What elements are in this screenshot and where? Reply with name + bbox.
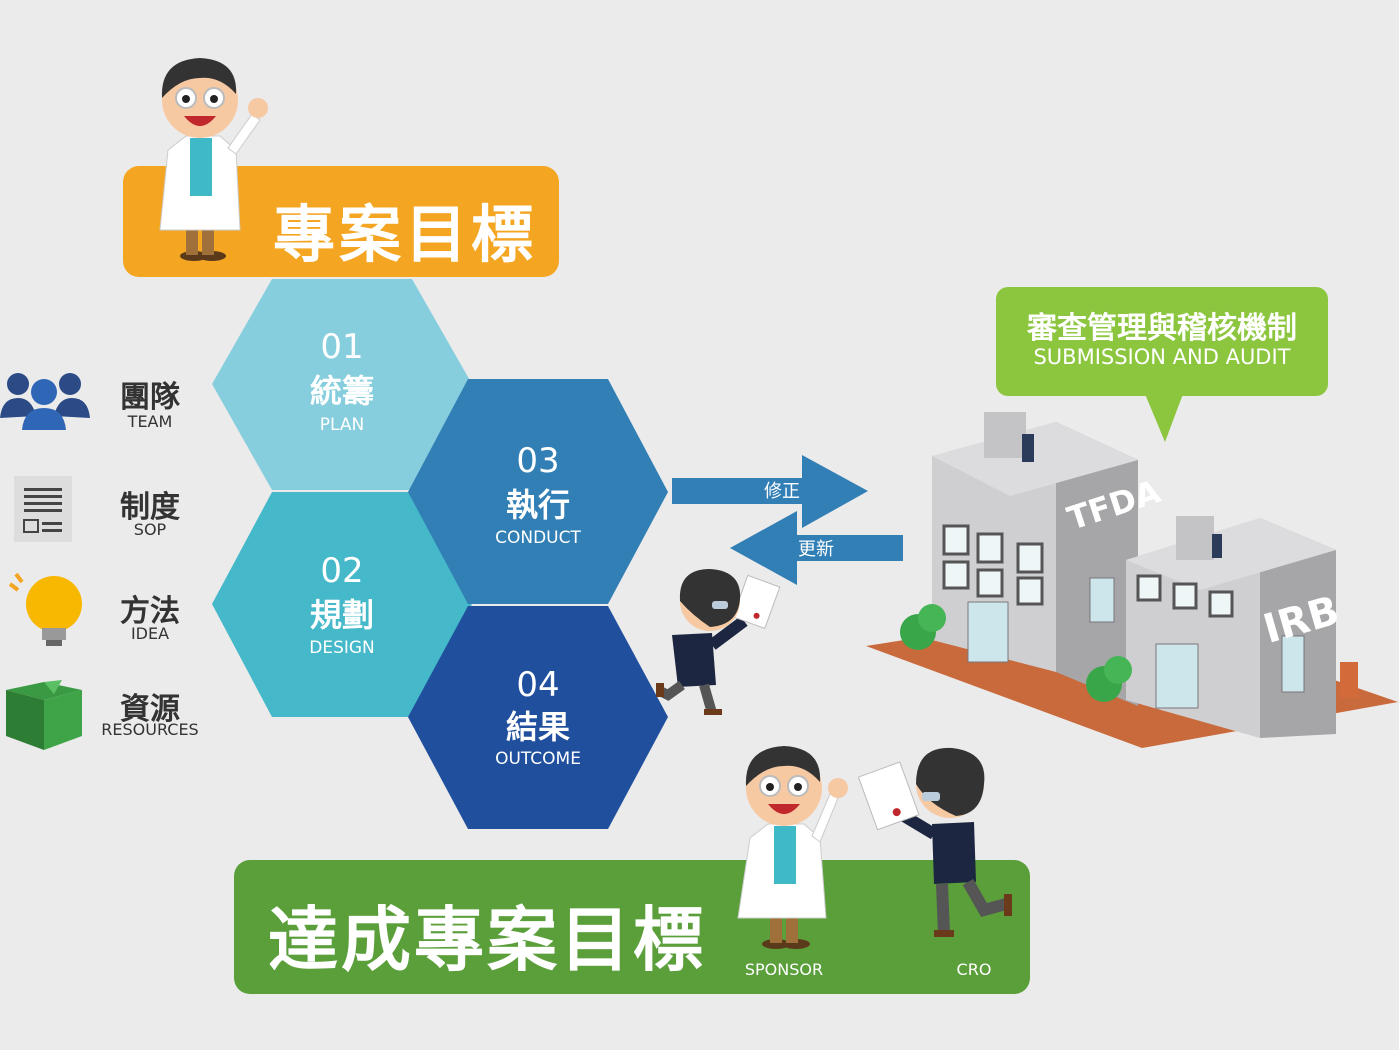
box-icon [6,680,82,750]
hex-conduct-zh: 執行 [506,486,570,524]
hex-conduct [408,379,668,604]
sidebar-label-resources: 資源 [120,692,180,727]
hex-design-num: 02 [320,551,363,591]
lightbulb-icon [8,572,82,646]
hex-plan [212,279,472,490]
team-icon [0,373,90,430]
callout-en: SUBMISSION AND AUDIT [1033,345,1291,369]
cro-figure [858,747,1012,937]
hex-outcome-num: 04 [516,665,559,705]
sidebar-label-team: 團隊 [120,380,180,415]
buildings-illustration: TFDA IRB [866,412,1398,748]
arrow-right-label: 修正 [764,481,800,502]
scientist-figure-top [159,58,268,261]
callout-zh: 審查管理與稽核機制 [1027,311,1297,346]
arrow-right-revise [672,455,868,528]
cro-label: CRO [956,960,992,979]
arrow-left-label: 更新 [798,539,834,560]
sponsor-figure [737,746,848,949]
hex-design [212,492,472,717]
hex-design-zh: 規劃 [310,596,374,634]
arrow-left-update [730,511,903,585]
hex-plan-zh: 統籌 [310,372,374,410]
sidebar-sub-resources: RESOURCES [101,720,199,739]
hex-outcome-zh: 結果 [506,708,570,746]
document-icon [14,476,72,542]
achieve-goal-title: 達成專案目標 [268,899,706,981]
sidebar-label-sop: 制度 [120,490,180,525]
achieve-goal-banner: 達成專案目標 SPONSOR CRO [234,860,1030,994]
hex-plan-en: PLAN [320,415,364,435]
hex-outcome [408,606,668,829]
submission-audit-callout: 審查管理與稽核機制 SUBMISSION AND AUDIT [996,287,1328,396]
hex-conduct-en: CONDUCT [495,528,581,548]
callout-pointer [1145,394,1183,442]
sidebar-label-idea: 方法 [120,594,180,629]
hex-outcome-en: OUTCOME [495,749,581,769]
sidebar-sub-team: TEAM [127,412,173,431]
project-goal-title: 專案目標 [273,198,538,271]
sidebar-sub-idea: IDEA [130,624,170,643]
cro-runner-figure [656,569,781,715]
sidebar-sub-sop: SOP [133,520,167,539]
hex-plan-num: 01 [320,327,363,367]
sponsor-label: SPONSOR [744,960,824,979]
hex-conduct-num: 03 [516,441,559,481]
hex-design-en: DESIGN [309,638,375,658]
